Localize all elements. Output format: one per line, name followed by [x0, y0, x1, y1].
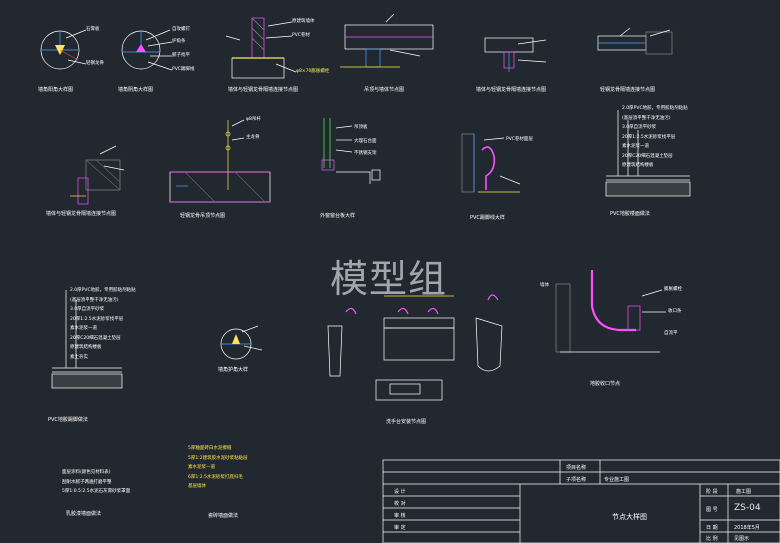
label-expansion-bolt: 膨胀螺栓	[664, 287, 682, 292]
caption-window-sill: 外窗窗台板大样	[320, 213, 356, 219]
caption-paint-wall: 乳胶漆墙面做法	[66, 511, 102, 517]
caption-ceiling-wall: 吊顶与墙体节点图	[364, 87, 405, 93]
detail-pvc-floor	[605, 110, 691, 197]
caption-wall-partition-1: 墙体与轻钢龙骨隔墙连接节点图	[228, 87, 299, 93]
tb-code-label: 图 号	[706, 507, 718, 513]
caption-partition: 轻钢龙骨隔墙连接节点图	[600, 87, 656, 93]
label-pvc-roll: PVC卷材	[292, 33, 310, 38]
tb-scale-value: 见图示	[734, 536, 750, 542]
tb-design: 设 计	[394, 489, 406, 495]
caption-tile-wall: 瓷砖墙面做法	[208, 513, 239, 519]
detail-partition	[597, 27, 673, 55]
caption-inside-corner: 墙角阴角大样图	[118, 87, 154, 93]
detail-ceiling-wall	[340, 13, 434, 68]
label-hanger-rod: φ8吊杆	[246, 117, 261, 122]
detail-wall-partition-3	[70, 145, 125, 205]
label-steel-bracket: 不锈钢支架	[354, 151, 377, 156]
label-putty: 腻子找平	[172, 53, 190, 58]
tb-check: 校 对	[394, 501, 406, 507]
caption-suspended-ceiling: 轻钢龙骨吊顶节点图	[180, 213, 226, 219]
note-pvc-floor: 2.0厚PVC地胶，专用胶粘剂粘贴(基层须平整干净无油污)3.0厚自流平砂浆 2…	[622, 106, 688, 168]
note-pvc-skirting-floor: 2.0厚PVC地胶，专用胶粘剂粘贴(基层须平整干净无油污)3.0厚自流平砂浆 2…	[70, 288, 136, 360]
label-anchor-bolt: φ8×70膨胀螺栓	[296, 69, 330, 74]
detail-wash-basin	[327, 295, 455, 401]
detail-outside-corner	[40, 29, 87, 70]
label-marble-top: 大理石台面	[354, 139, 377, 144]
detail-floor-edge	[555, 270, 666, 353]
tb-stage-label: 阶 段	[706, 489, 718, 495]
tb-scale-label: 比 例	[706, 536, 718, 542]
label-screw: 自攻螺钉	[172, 27, 190, 32]
detail-window-sill	[321, 118, 381, 184]
watermark: 模型组	[330, 257, 448, 301]
tb-review: 审 核	[394, 513, 406, 519]
caption-wall-partition-2: 墙体与轻钢龙骨隔墙连接节点图	[476, 87, 547, 93]
label-wall-2: 墙体	[540, 283, 549, 288]
caption-pvc-skirting: PVC踢脚线大样	[470, 215, 505, 221]
label-pvc-face: PVC卷材面层	[506, 137, 533, 142]
tb-subproject-label: 子项名称	[566, 477, 587, 483]
label-self-leveling: 自流平	[664, 331, 678, 336]
tb-date-value: 2018年5月	[734, 525, 760, 531]
detail-wall-partition-2	[484, 37, 547, 72]
caption-wash-basin: 洗手台安装节点图	[386, 419, 427, 425]
tb-stage-value: 施工图	[736, 489, 752, 495]
caption-outside-corner: 墙角阳角大样图	[38, 87, 74, 93]
detail-suspended-ceiling	[169, 119, 271, 203]
tb-project-label: 项目名称	[566, 465, 587, 471]
label-ceiling-board: 吊顶板	[354, 125, 368, 130]
detail-pvc-skirting-floor	[51, 290, 123, 389]
label-wall: 原建筑墙体	[292, 19, 315, 24]
caption-floor-edge: 地胶收口节点	[590, 381, 621, 387]
tb-approve: 审 定	[394, 525, 406, 531]
label-gypsum: 石膏板	[86, 27, 100, 32]
caption-pvc-skirting-floor: PVC地胶踢脚做法	[48, 417, 88, 423]
detail-pvc-skirting	[461, 133, 521, 193]
caption-wall-partition-3: 墙体与轻钢龙骨隔墙连接节点图	[46, 211, 117, 217]
label-corner-strip: 护角条	[172, 39, 186, 44]
label-pvc-skirting: PVC踢脚线	[172, 67, 195, 72]
caption-pvc-floor: PVC地胶楼面做法	[610, 211, 650, 217]
tb-subproject-value: 专业施工图	[604, 477, 630, 483]
detail-wall-partition-1	[225, 17, 297, 79]
label-edge-strip: 收口条	[668, 309, 682, 314]
detail-urinal	[475, 294, 503, 372]
tb-code-value: ZS-04	[734, 503, 761, 513]
title-block	[382, 459, 780, 543]
tb-date-label: 日 期	[706, 525, 718, 531]
detail-corner-guard	[220, 325, 263, 360]
label-main-runner: 主龙骨	[246, 135, 260, 140]
label-stud: 轻钢龙骨	[86, 61, 104, 66]
tb-drawing-name: 节点大样图	[612, 513, 647, 521]
detail-inside-corner	[121, 29, 173, 71]
caption-corner-guard: 墙角护角大样	[218, 367, 249, 373]
